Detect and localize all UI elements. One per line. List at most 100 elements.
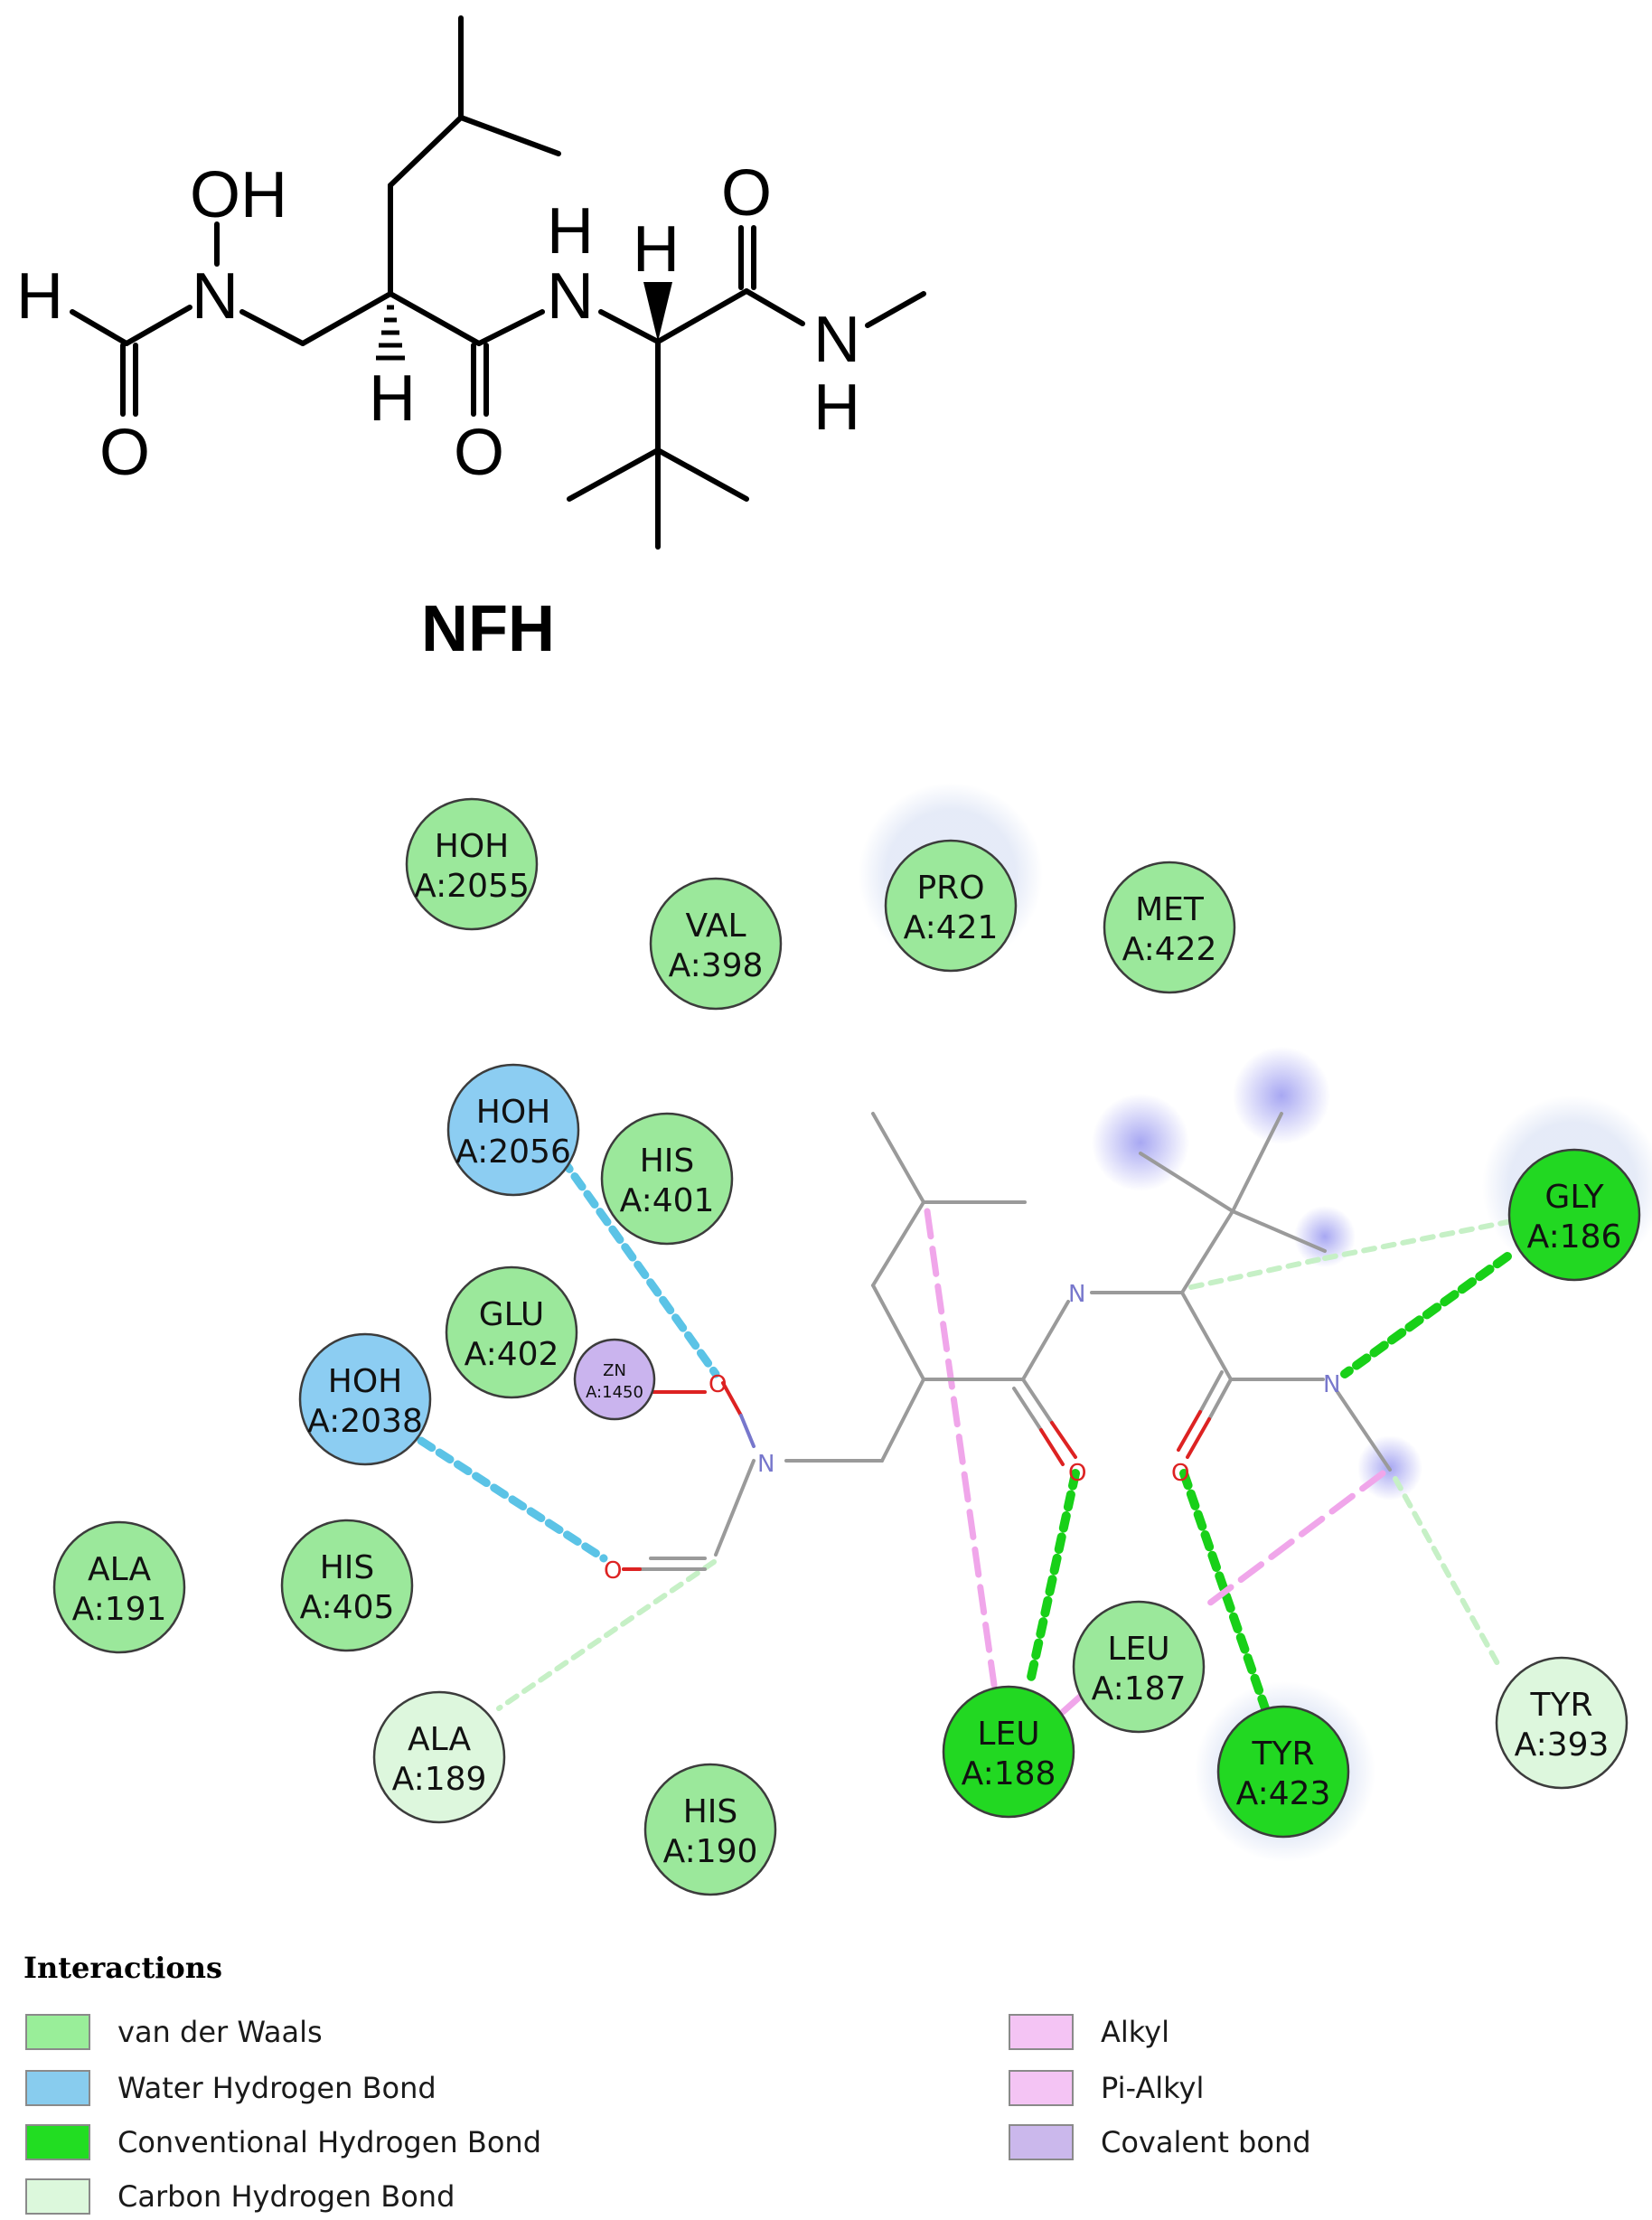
ligand-o: O xyxy=(709,1371,727,1398)
compound-name: NFH xyxy=(421,593,555,665)
atom-h-formyl: H xyxy=(16,260,63,333)
hbond-line xyxy=(1340,1252,1512,1378)
legend-item-vdw: van der Waals xyxy=(25,2012,323,2052)
svg-text:LEU: LEU xyxy=(1107,1631,1169,1668)
legend-swatch xyxy=(25,2124,90,2160)
atom-o-formyl: O xyxy=(99,417,150,489)
carbonyl-bonds xyxy=(622,1370,1233,1571)
carbon-bond-line xyxy=(1188,1256,1328,1290)
legend-item-pi-alkyl: Pi-Alkyl xyxy=(1009,2068,1204,2108)
svg-text:ZN: ZN xyxy=(603,1361,626,1380)
alkyl-line xyxy=(924,1208,998,1689)
svg-text:A:422: A:422 xyxy=(1122,931,1217,968)
atom-h-hashed: H xyxy=(369,362,416,435)
water-bond-line xyxy=(558,1154,720,1378)
residue-glu402: GLU A:402 xyxy=(445,1265,578,1399)
svg-text:HIS: HIS xyxy=(683,1793,738,1830)
ligand-o: O xyxy=(604,1557,622,1585)
svg-text:LEU: LEU xyxy=(977,1716,1039,1753)
legend-label: van der Waals xyxy=(117,2015,323,2049)
ligand-skeleton xyxy=(622,1112,1392,1571)
residue-gly186: GLY A:186 xyxy=(1507,1148,1641,1282)
residue-ala191: ALA A:191 xyxy=(52,1520,186,1654)
residue-hoh2038: HOH A:2038 xyxy=(298,1332,432,1466)
svg-text:A:189: A:189 xyxy=(392,1761,487,1798)
legend-item-water-hbond: Water Hydrogen Bond xyxy=(25,2068,436,2108)
residue-zn1450: ZN A:1450 xyxy=(573,1338,656,1421)
legend-label: Covalent bond xyxy=(1101,2125,1311,2159)
legend-label: Pi-Alkyl xyxy=(1101,2071,1205,2105)
legend-swatch xyxy=(1009,2124,1074,2160)
residue-his190: HIS A:190 xyxy=(643,1763,777,1896)
svg-text:TYR: TYR xyxy=(1530,1687,1593,1724)
carbon-bond-line xyxy=(1322,1219,1510,1261)
svg-text:A:401: A:401 xyxy=(620,1182,715,1219)
atom-o-amide2: O xyxy=(721,157,772,230)
residue-hoh2056: HOH A:2056 xyxy=(446,1063,580,1197)
svg-text:GLY: GLY xyxy=(1544,1179,1604,1216)
atom-oh: OH xyxy=(190,159,287,231)
svg-text:A:188: A:188 xyxy=(962,1755,1056,1792)
atom-n-amide1: N xyxy=(547,260,594,333)
ligand-n: N xyxy=(1068,1281,1085,1308)
legend-label: Alkyl xyxy=(1101,2015,1169,2049)
atom-o-amide1: O xyxy=(454,417,504,489)
svg-text:A:402: A:402 xyxy=(465,1336,559,1373)
legend-item-carbon-hbond: Carbon Hydrogen Bond xyxy=(25,2177,455,2216)
legend-swatch xyxy=(25,2178,90,2215)
carbon-bond-line xyxy=(496,1559,717,1711)
svg-text:HOH: HOH xyxy=(328,1363,402,1400)
svg-text:GLU: GLU xyxy=(479,1296,545,1333)
water-bond-line xyxy=(417,1436,608,1563)
ligand-atom-labels: N N N O O O O xyxy=(604,1281,1340,1585)
residue-pro421: PRO A:421 xyxy=(884,839,1018,973)
atom-h-nh2: H xyxy=(813,372,860,444)
legend-label: Carbon Hydrogen Bond xyxy=(117,2179,455,2214)
legend-swatch xyxy=(25,2014,90,2050)
atom-h-wedge: H xyxy=(633,213,680,286)
ligand-n: N xyxy=(757,1451,774,1478)
svg-text:A:405: A:405 xyxy=(300,1589,395,1626)
svg-text:HIS: HIS xyxy=(640,1143,695,1180)
structure-atom-labels: OH N H O H O H N H O N H xyxy=(16,157,860,489)
svg-text:HIS: HIS xyxy=(320,1549,375,1586)
atom-h-nh1: H xyxy=(547,195,594,268)
legend-item-alkyl: Alkyl xyxy=(1009,2012,1169,2052)
svg-text:ALA: ALA xyxy=(408,1721,472,1758)
residue-his401: HIS A:401 xyxy=(600,1112,734,1246)
svg-text:TYR: TYR xyxy=(1252,1736,1315,1773)
svg-text:A:421: A:421 xyxy=(904,909,999,946)
svg-text:A:1450: A:1450 xyxy=(586,1383,643,1402)
legend-swatch xyxy=(1009,2014,1074,2050)
residue-his405: HIS A:405 xyxy=(280,1519,414,1652)
svg-text:HOH: HOH xyxy=(476,1094,550,1131)
residue-leu188: LEU A:188 xyxy=(942,1685,1075,1819)
legend-swatch xyxy=(25,2070,90,2106)
residue-met422: MET A:422 xyxy=(1103,861,1236,994)
atom-n-hydroxyl: N xyxy=(192,260,239,333)
legend-title: Interactions xyxy=(23,1951,223,1985)
svg-text:PRO: PRO xyxy=(916,870,984,907)
svg-text:ALA: ALA xyxy=(88,1551,152,1588)
legend-item-covalent: Covalent bond xyxy=(1009,2122,1311,2162)
wedge-bond xyxy=(643,282,672,342)
legend-label: Water Hydrogen Bond xyxy=(117,2071,436,2105)
legend-label: Conventional Hydrogen Bond xyxy=(117,2125,541,2159)
ligand-o: O xyxy=(1068,1460,1086,1487)
svg-text:A:2055: A:2055 xyxy=(414,868,530,905)
residue-leu187: LEU A:187 xyxy=(1072,1600,1206,1734)
ligand-n: N xyxy=(1323,1371,1340,1398)
atom-n-amide2: N xyxy=(813,304,860,376)
residue-tyr393: TYR A:393 xyxy=(1495,1656,1629,1790)
svg-text:A:2056: A:2056 xyxy=(455,1134,571,1171)
residue-hoh2055: HOH A:2055 xyxy=(405,797,539,931)
svg-text:A:393: A:393 xyxy=(1515,1726,1610,1764)
alkyl-line xyxy=(1198,1470,1386,1613)
hbond-line xyxy=(1026,1469,1080,1686)
hashed-bond xyxy=(376,305,405,361)
svg-text:MET: MET xyxy=(1135,891,1205,928)
ligand-o: O xyxy=(1171,1460,1189,1487)
svg-text:A:2038: A:2038 xyxy=(307,1403,423,1440)
residue-val398: VAL A:398 xyxy=(649,877,783,1011)
